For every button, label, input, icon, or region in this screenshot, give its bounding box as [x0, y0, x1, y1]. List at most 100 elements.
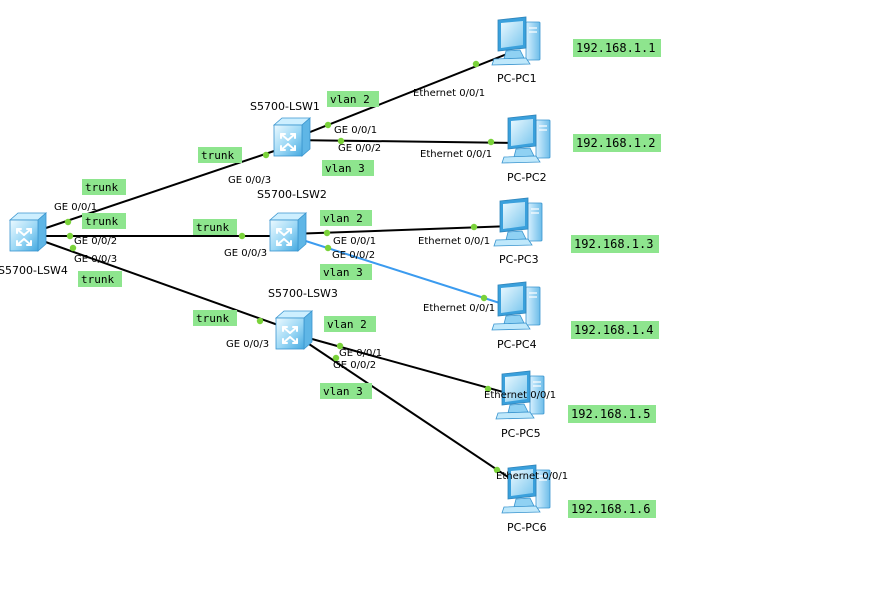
- tag-trunk: trunk: [196, 221, 229, 234]
- switch-icon: [275, 310, 313, 350]
- tag-bg: [320, 210, 372, 226]
- tag-vlan: vlan 2: [330, 93, 370, 106]
- tag-vlan: vlan 3: [323, 266, 363, 279]
- endpoint-dot: [470, 223, 478, 231]
- pc-pc3[interactable]: [493, 197, 543, 247]
- tag-bg: [193, 310, 237, 326]
- switch-icon: [9, 212, 47, 252]
- endpoint-dot: [493, 466, 501, 474]
- ip-tag-bg: [573, 134, 661, 152]
- switch-lsw2[interactable]: [269, 212, 307, 252]
- switch-lsw4[interactable]: [9, 212, 47, 252]
- device-labels: S5700-LSW4 S5700-LSW1 S5700-LSW2 S5700-L…: [0, 72, 547, 534]
- switch-icon: [273, 117, 311, 157]
- tag-bg: [320, 383, 372, 399]
- ip-tag-bg: [571, 321, 659, 339]
- tag-bg: [198, 147, 242, 163]
- endpoint-dot: [66, 232, 74, 240]
- port-label: Ethernet 0/0/1: [418, 236, 490, 247]
- pc-icon: [493, 197, 543, 247]
- port-label: GE 0/0/2: [333, 360, 376, 371]
- tag-vlan: vlan 3: [323, 385, 363, 398]
- link-lsw4-lsw3[interactable]: [39, 239, 293, 331]
- port-label: Ethernet 0/0/1: [423, 303, 495, 314]
- port-label: GE 0/0/2: [332, 250, 375, 261]
- endpoint-dot: [487, 138, 495, 146]
- pc-icon: [501, 114, 551, 164]
- device-label-pc3: PC-PC3: [499, 253, 539, 266]
- endpoint-dot: [324, 121, 332, 129]
- link-lsw4-lsw1[interactable]: [39, 147, 284, 231]
- endpoint-dot: [262, 151, 270, 159]
- tag-bg: [193, 219, 237, 235]
- tag-bg: [82, 179, 126, 195]
- tag-bg: [78, 271, 122, 287]
- port-label: GE 0/0/2: [74, 236, 117, 247]
- ip-label-pc2: 192.168.1.2: [576, 136, 655, 150]
- device-label-pc4: PC-PC4: [497, 338, 537, 351]
- endpoint-dot: [332, 354, 340, 362]
- link-lsw3-pc6[interactable]: [293, 333, 521, 486]
- port-label: GE 0/0/2: [338, 143, 381, 154]
- tag-trunk: trunk: [201, 149, 234, 162]
- pc-pc4[interactable]: [491, 281, 541, 331]
- pc-icon: [491, 281, 541, 331]
- link-lsw1-pc2[interactable]: [289, 139, 523, 144]
- port-label: Ethernet 0/0/1: [413, 88, 485, 99]
- port-labels: GE 0/0/1 GE 0/0/2 GE 0/0/3 GE 0/0/1 GE 0…: [54, 88, 568, 482]
- ip-tag-bg: [573, 39, 661, 57]
- ip-label-pc4: 192.168.1.4: [574, 323, 653, 337]
- switch-lsw1[interactable]: [273, 117, 311, 157]
- port-label: GE 0/0/1: [339, 348, 382, 359]
- endpoint-dot: [256, 317, 264, 325]
- tag-trunk: trunk: [85, 215, 118, 228]
- link-lsw3-pc5[interactable]: [293, 333, 515, 396]
- endpoint-dot: [324, 244, 332, 252]
- endpoint-dot: [323, 229, 331, 237]
- device-label-pc6: PC-PC6: [507, 521, 547, 534]
- pc-pc2[interactable]: [501, 114, 551, 164]
- device-label-pc5: PC-PC5: [501, 427, 541, 440]
- port-label: Ethernet 0/0/1: [420, 149, 492, 160]
- link-lsw2-pc3[interactable]: [289, 225, 515, 235]
- endpoint-dot: [336, 342, 344, 350]
- tag-vlan: vlan 3: [325, 162, 365, 175]
- endpoint-dot: [472, 60, 480, 68]
- device-label-lsw3: S5700-LSW3: [268, 287, 338, 300]
- port-label: GE 0/0/1: [54, 202, 97, 213]
- ip-label-pc5: 192.168.1.5: [571, 407, 650, 421]
- ip-label-pc3: 192.168.1.3: [574, 237, 653, 251]
- link-endpoints: [64, 60, 501, 474]
- port-label: GE 0/0/1: [333, 236, 376, 247]
- tag-bg: [322, 160, 374, 176]
- endpoint-dot: [480, 294, 488, 302]
- tag-vlan: vlan 2: [323, 212, 363, 225]
- ip-tag-bg: [571, 235, 659, 253]
- endpoint-dot: [64, 218, 72, 226]
- port-label: Ethernet 0/0/1: [496, 471, 568, 482]
- tag-bg: [320, 264, 372, 280]
- endpoint-dot: [69, 244, 77, 252]
- tag-labels: trunk trunk trunk trunk trunk trunk vlan…: [78, 39, 661, 518]
- port-label: GE 0/0/3: [74, 254, 117, 265]
- tag-bg: [82, 213, 126, 229]
- switch-icon: [269, 212, 307, 252]
- endpoint-dot: [484, 385, 492, 393]
- device-label-lsw4: S5700-LSW4: [0, 264, 68, 277]
- links: [39, 51, 523, 486]
- device-label-lsw2: S5700-LSW2: [257, 188, 327, 201]
- port-label: GE 0/0/1: [334, 125, 377, 136]
- device-label-lsw1: S5700-LSW1: [250, 100, 320, 113]
- tag-bg: [327, 91, 379, 107]
- endpoint-dot: [238, 232, 246, 240]
- tag-trunk: trunk: [85, 181, 118, 194]
- tag-trunk: trunk: [81, 273, 114, 286]
- port-label: GE 0/0/3: [228, 175, 271, 186]
- tag-trunk: trunk: [196, 312, 229, 325]
- switch-lsw3[interactable]: [275, 310, 313, 350]
- ip-label-pc1: 192.168.1.1: [576, 41, 655, 55]
- port-label: GE 0/0/3: [224, 248, 267, 259]
- device-label-pc2: PC-PC2: [507, 171, 547, 184]
- tag-vlan: vlan 2: [327, 318, 367, 331]
